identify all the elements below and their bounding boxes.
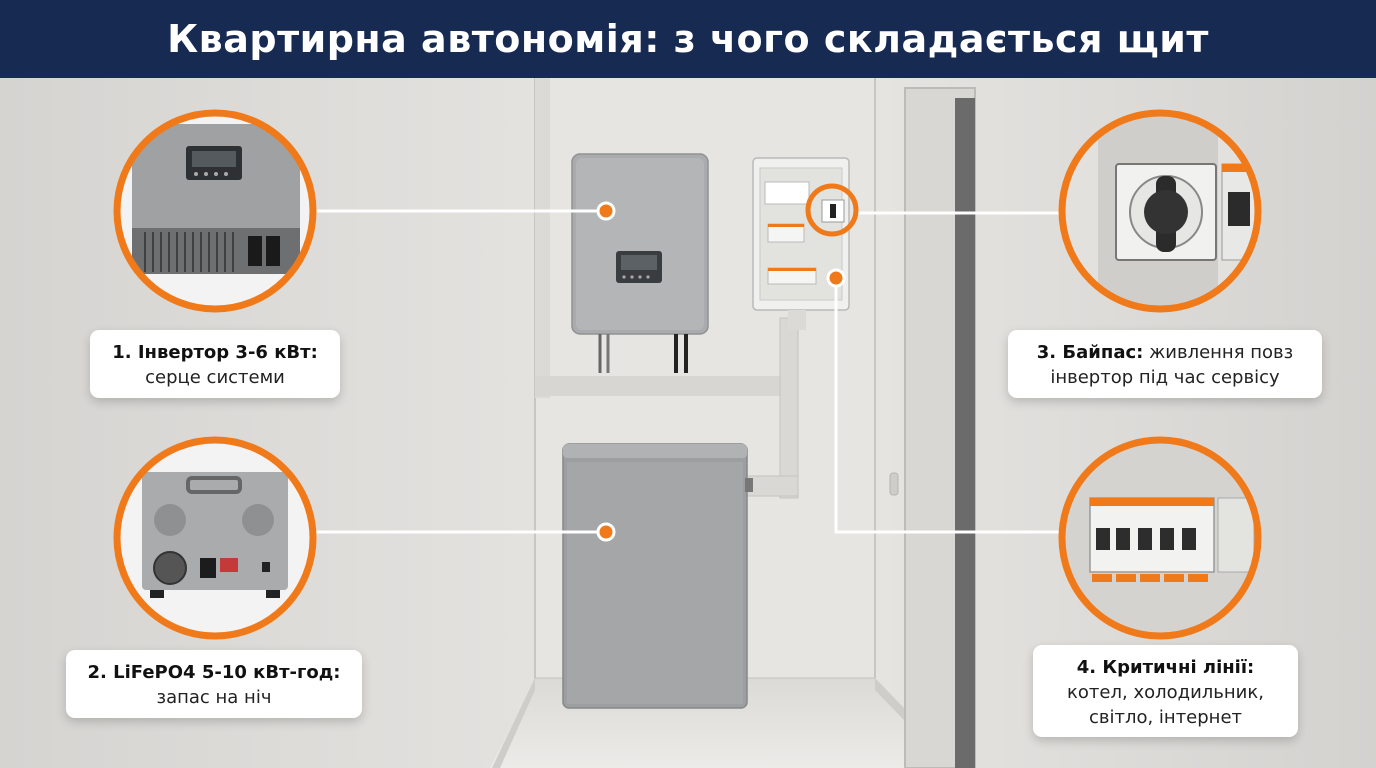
battery-unit [562, 443, 753, 709]
callout-inverter: 1. Інвертор 3-6 кВт: серце системи [90, 330, 340, 398]
bypass-zoom [1058, 109, 1262, 313]
connector-lines [313, 209, 1062, 534]
page-title: Квартирна автономія: з чого складається … [167, 17, 1209, 61]
marker-dot [596, 201, 616, 221]
callout-text: світло, інтернет [1088, 707, 1243, 728]
callout-title: 2. LiFePO4 5-10 кВт-год: [87, 662, 341, 683]
callout-critical-lines: 4. Критичні лінії: котел, холодильник, с… [1033, 645, 1298, 737]
callout-text: серце системи [145, 367, 285, 388]
header-bar: Квартирна автономія: з чого складається … [0, 0, 1376, 78]
battery-zoom [113, 436, 317, 640]
breakers-zoom [1058, 436, 1262, 640]
callout-bypass: 3. Байпас: живлення повз інвертор під ча… [1008, 330, 1322, 398]
inverter-zoom [113, 109, 317, 313]
callout-text: живлення повз [1143, 342, 1294, 363]
marker-dot [596, 522, 616, 542]
callout-battery: 2. LiFePO4 5-10 кВт-год: запас на ніч [66, 650, 362, 718]
callout-text: котел, холодильник, [1067, 682, 1264, 703]
callout-title: 4. Критичні лінії: [1076, 657, 1255, 678]
callout-text: інвертор під час сервісу [1050, 367, 1280, 388]
marker-dot [826, 268, 846, 288]
bypass-highlight-ring [805, 183, 859, 237]
callout-title: 1. Інвертор 3-6 кВт: [112, 342, 318, 363]
callout-text: запас на ніч [156, 687, 272, 708]
room-scene [0, 78, 1376, 768]
inverter-unit [571, 153, 709, 373]
callout-title: 3. Байпас: [1036, 342, 1144, 363]
